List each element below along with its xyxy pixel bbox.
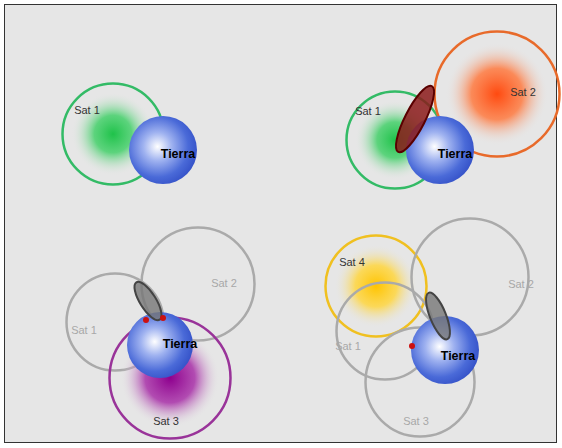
satellite-label: Sat 4 — [339, 256, 365, 268]
satellite-label: Sat 1 — [335, 340, 361, 352]
earth-label: Tierra — [163, 338, 198, 352]
earth-label: Tierra — [161, 148, 196, 162]
satellite-label: Sat 1 — [71, 324, 97, 336]
intersection-point — [143, 317, 149, 323]
intersection-ellipse — [389, 81, 440, 156]
intersection-point — [160, 315, 166, 321]
satellite-label: Sat 2 — [508, 278, 534, 290]
intersection-ellipse — [130, 278, 167, 324]
earth-label: Tierra — [438, 148, 473, 162]
intersection-ellipse — [421, 290, 455, 342]
earth-circle: Tierra — [127, 312, 193, 378]
satellite-label: Sat 2 — [211, 277, 237, 289]
satellite-label: Sat 1 — [355, 105, 381, 117]
satellite-label: Sat 1 — [74, 104, 100, 116]
satellite-label: Sat 2 — [510, 86, 536, 98]
satellite-label: Sat 3 — [153, 415, 179, 427]
satellite-label: Sat 3 — [403, 415, 429, 427]
circle-shape — [410, 217, 530, 337]
satellite-range-circle: Sat 2 — [410, 217, 530, 337]
earth-circle: Tierra — [129, 116, 197, 184]
earth-label: Tierra — [441, 350, 476, 364]
intersection-point — [409, 343, 415, 349]
